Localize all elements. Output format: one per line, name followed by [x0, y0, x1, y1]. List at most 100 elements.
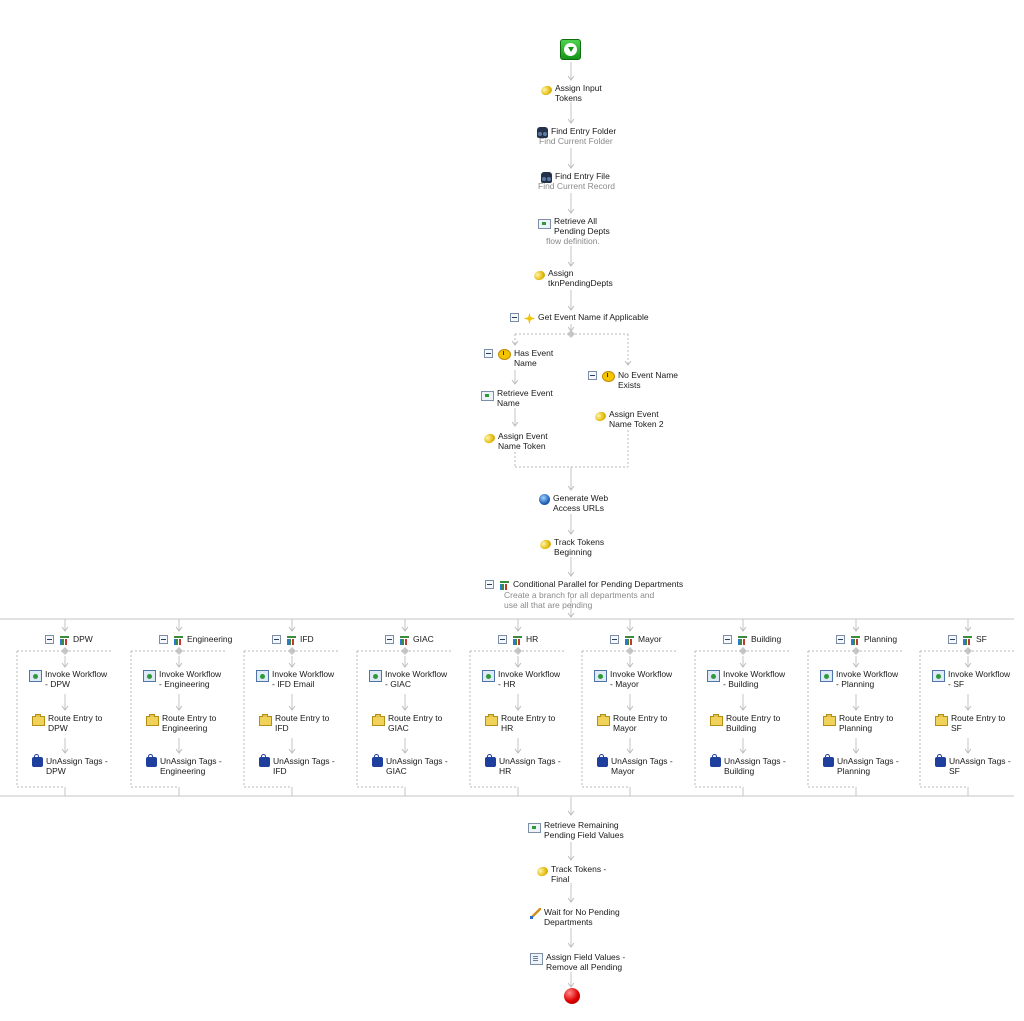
- assign-event-name-token-2-step[interactable]: Assign Event Name Token 2: [593, 409, 664, 429]
- route-entry-step[interactable]: Route Entry to Planning: [823, 713, 893, 733]
- collapse-toggle[interactable]: [484, 349, 493, 358]
- branch-header-planning[interactable]: Planning: [836, 634, 897, 646]
- unassign-tags-step[interactable]: UnAssign Tags - Mayor: [597, 754, 673, 776]
- conditional-parallel-activity[interactable]: Conditional Parallel for Pending Departm…: [485, 579, 683, 591]
- assign-tknpendingdepts-step[interactable]: Assign tknPendingDepts: [532, 268, 613, 288]
- branch-header-sf[interactable]: SF: [948, 634, 987, 646]
- unassign-tags-step[interactable]: UnAssign Tags - IFD: [259, 754, 335, 776]
- step-label: Retrieve All Pending Depts: [554, 216, 610, 236]
- arrowhead: [852, 748, 860, 754]
- branch-header-engineering[interactable]: Engineering: [159, 634, 232, 646]
- arrowhead: [626, 748, 634, 754]
- collapse-toggle[interactable]: [45, 635, 54, 644]
- retrieve-event-name-step[interactable]: Retrieve Event Name: [481, 388, 553, 408]
- assign-input-tokens-step[interactable]: Assign Input Tokens: [539, 83, 602, 103]
- branch-header-ifd[interactable]: IFD: [272, 634, 314, 646]
- track-tokens-beginning-step[interactable]: Track Tokens Beginning: [538, 537, 604, 557]
- unassign-tags-step[interactable]: UnAssign Tags - HR: [485, 754, 561, 776]
- route-entry-step[interactable]: Route Entry to HR: [485, 713, 555, 733]
- collapse-toggle[interactable]: [723, 635, 732, 644]
- parallel-branch-icon: [173, 635, 184, 646]
- unassign-tags-step[interactable]: UnAssign Tags - DPW: [32, 754, 108, 776]
- collapse-toggle[interactable]: [510, 313, 519, 322]
- invoke-workflow-step[interactable]: Invoke Workflow - Mayor: [594, 669, 672, 689]
- arrowhead: [288, 626, 296, 632]
- wait-for-no-pending-step[interactable]: Wait for No Pending Departments: [530, 907, 620, 927]
- collapse-toggle[interactable]: [272, 635, 281, 644]
- branch-name: Planning: [864, 634, 898, 644]
- find-entry-file-step[interactable]: Find Entry File: [541, 171, 610, 183]
- unassign-tags-step[interactable]: UnAssign Tags - Planning: [823, 754, 899, 776]
- step-label: Assign tknPendingDepts: [548, 268, 613, 288]
- get-event-name-conditional[interactable]: Get Event Name if Applicable: [510, 312, 649, 324]
- unassign-tags-step[interactable]: UnAssign Tags - Building: [710, 754, 786, 776]
- retrieve-remaining-pending-step[interactable]: Retrieve Remaining Pending Field Values: [528, 820, 624, 840]
- collapse-toggle[interactable]: [610, 635, 619, 644]
- arrowhead: [61, 705, 69, 711]
- branch-header-hr[interactable]: HR: [498, 634, 538, 646]
- conditional-label: Get Event Name if Applicable: [538, 312, 649, 322]
- arrowhead: [626, 662, 634, 668]
- branch-name: Engineering: [187, 634, 233, 644]
- end-icon[interactable]: [564, 988, 580, 1004]
- assign-field-values-step[interactable]: Assign Field Values - Remove all Pending: [530, 952, 625, 972]
- branch-header-mayor[interactable]: Mayor: [610, 634, 662, 646]
- route-entry-step[interactable]: Route Entry to Building: [710, 713, 780, 733]
- invoke-workflow-step[interactable]: Invoke Workflow - Planning: [820, 669, 898, 689]
- arrowhead: [514, 705, 522, 711]
- step-label: UnAssign Tags - Planning: [837, 756, 899, 776]
- invoke-workflow-step[interactable]: Invoke Workflow - Engineering: [143, 669, 221, 689]
- route-entry-step[interactable]: Route Entry to IFD: [259, 713, 329, 733]
- collapse-toggle[interactable]: [485, 580, 494, 589]
- collapse-toggle[interactable]: [498, 635, 507, 644]
- folder-icon: [32, 714, 45, 726]
- no-event-name-branch[interactable]: No Event Name Exists: [588, 370, 678, 390]
- invoke-workflow-step[interactable]: Invoke Workflow - DPW: [29, 669, 107, 689]
- collapse-toggle[interactable]: [159, 635, 168, 644]
- invoke-workflow-step[interactable]: Invoke Workflow - IFD Email: [256, 669, 334, 689]
- branch-header-giac[interactable]: GIAC: [385, 634, 434, 646]
- arrowhead: [514, 626, 522, 632]
- invoke-workflow-step[interactable]: Invoke Workflow - SF: [932, 669, 1010, 689]
- arrowhead: [567, 942, 575, 948]
- invoke-workflow-step[interactable]: Invoke Workflow - GIAC: [369, 669, 447, 689]
- collapse-toggle[interactable]: [836, 635, 845, 644]
- invoke-workflow-step[interactable]: Invoke Workflow - HR: [482, 669, 560, 689]
- unassign-tags-step[interactable]: UnAssign Tags - Engineering: [146, 754, 222, 776]
- branch-name: Mayor: [638, 634, 662, 644]
- folder-icon: [146, 714, 159, 726]
- has-event-name-branch[interactable]: Has Event Name: [484, 348, 553, 368]
- track-tokens-final-step[interactable]: Track Tokens - Final: [535, 864, 606, 884]
- route-entry-step[interactable]: Route Entry to DPW: [32, 713, 102, 733]
- collapse-toggle[interactable]: [588, 371, 597, 380]
- route-entry-step[interactable]: Route Entry to Mayor: [597, 713, 667, 733]
- arrowhead: [567, 485, 575, 491]
- tag-icon: [935, 754, 946, 767]
- arrowhead: [567, 897, 575, 903]
- step-label: Invoke Workflow - DPW: [45, 669, 108, 689]
- arrowhead: [964, 662, 972, 668]
- find-entry-folder-step[interactable]: Find Entry Folder: [537, 126, 616, 138]
- route-entry-step[interactable]: Route Entry to GIAC: [372, 713, 442, 733]
- assign-event-name-token-step[interactable]: Assign Event Name Token: [482, 431, 548, 451]
- retrieve-all-pending-depts-step[interactable]: Retrieve All Pending Depts: [538, 216, 610, 236]
- tag-icon: [485, 754, 496, 767]
- unassign-tags-step[interactable]: UnAssign Tags - SF: [935, 754, 1011, 776]
- generate-web-access-urls-step[interactable]: Generate Web Access URLs: [539, 493, 608, 513]
- invoke-workflow-step[interactable]: Invoke Workflow - Building: [707, 669, 785, 689]
- arrowhead: [401, 705, 409, 711]
- arrowhead: [514, 662, 522, 668]
- unassign-tags-step[interactable]: UnAssign Tags - GIAC: [372, 754, 448, 776]
- collapse-toggle[interactable]: [948, 635, 957, 644]
- step-label: Route Entry to HR: [501, 713, 556, 733]
- route-entry-step[interactable]: Route Entry to SF: [935, 713, 1005, 733]
- arrowhead: [852, 662, 860, 668]
- start-icon[interactable]: [560, 39, 581, 60]
- arrowhead: [61, 662, 69, 668]
- route-entry-step[interactable]: Route Entry to Engineering: [146, 713, 216, 733]
- branch-header-building[interactable]: Building: [723, 634, 781, 646]
- collapse-toggle[interactable]: [385, 635, 394, 644]
- branch-header-dpw[interactable]: DPW: [45, 634, 93, 646]
- step-label: Wait for No Pending Departments: [544, 907, 620, 927]
